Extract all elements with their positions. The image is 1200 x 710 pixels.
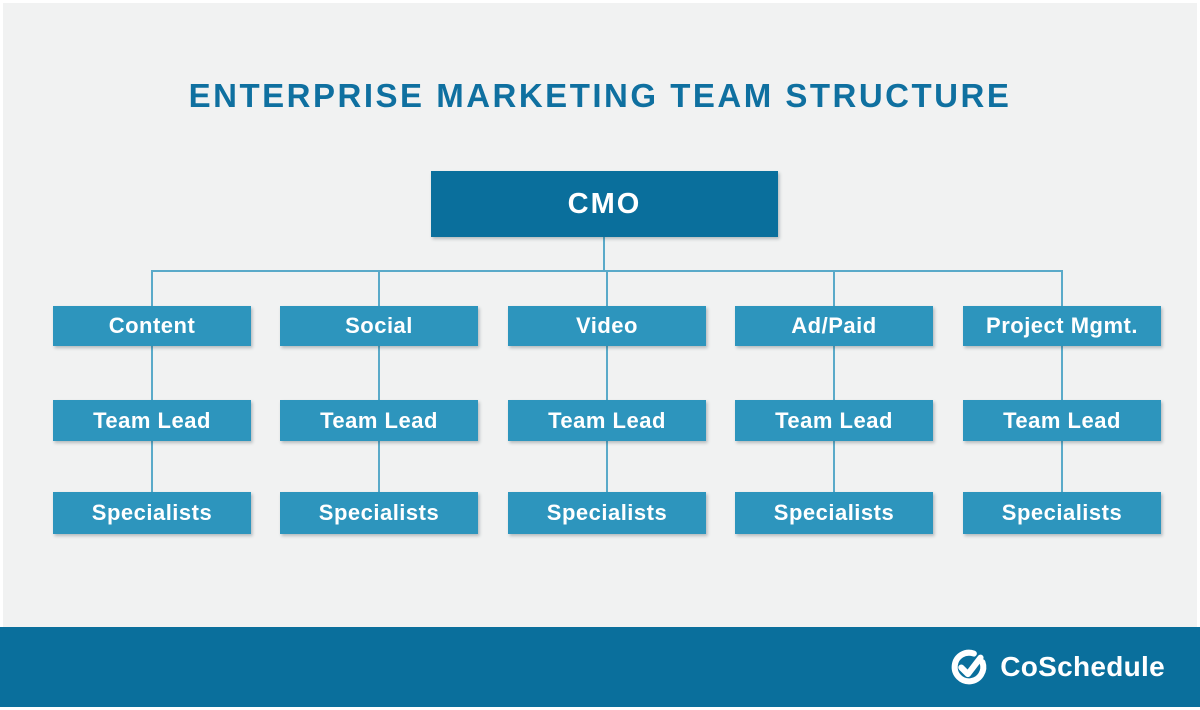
org-column-social: Social Team Lead Specialists — [280, 270, 478, 535]
org-node-label: Specialists — [91, 500, 213, 525]
org-column-content: Content Team Lead Specialists — [53, 270, 251, 535]
org-node-function: Content — [53, 306, 251, 346]
org-node-specialists: Specialists — [963, 492, 1161, 534]
org-node-specialists: Specialists — [508, 492, 706, 534]
org-node-function: Video — [508, 306, 706, 346]
connector-cmo-stem — [603, 237, 605, 271]
org-node-team-lead: Team Lead — [735, 400, 933, 441]
connector-vertical — [833, 270, 835, 514]
org-node-team-lead: Team Lead — [508, 400, 706, 441]
org-node-label: Ad/Paid — [791, 313, 877, 338]
org-node-function: Ad/Paid — [735, 306, 933, 346]
connector-vertical — [606, 270, 608, 514]
brand-name: CoSchedule — [1000, 651, 1165, 682]
org-node-specialists: Specialists — [735, 492, 933, 534]
org-node-label: Video — [575, 313, 638, 338]
connector-vertical — [1061, 270, 1063, 514]
org-node-label: Team Lead — [320, 407, 438, 433]
org-node-label: Specialists — [546, 500, 668, 525]
page-title: ENTERPRISE MARKETING TEAM STRUCTURE — [188, 77, 1012, 114]
org-node-label: Specialists — [318, 500, 440, 525]
org-node-label: Specialists — [1001, 500, 1123, 525]
org-node-team-lead: Team Lead — [53, 400, 251, 441]
connector-vertical — [151, 270, 153, 514]
org-node-label: Team Lead — [93, 407, 211, 433]
org-node-label: Team Lead — [548, 407, 666, 433]
coschedule-check-circle-icon — [951, 649, 987, 685]
org-node-label: Team Lead — [1003, 407, 1121, 433]
chart-background: ENTERPRISE MARKETING TEAM STRUCTURE CMO … — [3, 3, 1197, 707]
org-node-label: Team Lead — [775, 407, 893, 433]
org-column-video: Video Team Lead Specialists — [508, 270, 706, 535]
footer-brand-bar: CoSchedule — [0, 627, 1200, 707]
org-node-specialists: Specialists — [53, 492, 251, 534]
org-node-label: Content — [108, 313, 196, 338]
org-node-label: Specialists — [773, 500, 895, 525]
org-node-label: Project Mgmt. — [986, 313, 1138, 338]
org-node-label: Social — [345, 313, 413, 338]
org-column-project-mgmt: Project Mgmt. Team Lead Specialists — [963, 270, 1161, 535]
org-node-cmo: CMO — [431, 171, 778, 237]
org-node-label: CMO — [567, 187, 642, 220]
org-node-team-lead: Team Lead — [963, 400, 1161, 441]
connector-vertical — [378, 270, 380, 514]
org-node-function: Social — [280, 306, 478, 346]
org-column-ad-paid: Ad/Paid Team Lead Specialists — [735, 270, 933, 535]
org-node-function: Project Mgmt. — [963, 306, 1161, 346]
org-node-specialists: Specialists — [280, 492, 478, 534]
org-node-team-lead: Team Lead — [280, 400, 478, 441]
